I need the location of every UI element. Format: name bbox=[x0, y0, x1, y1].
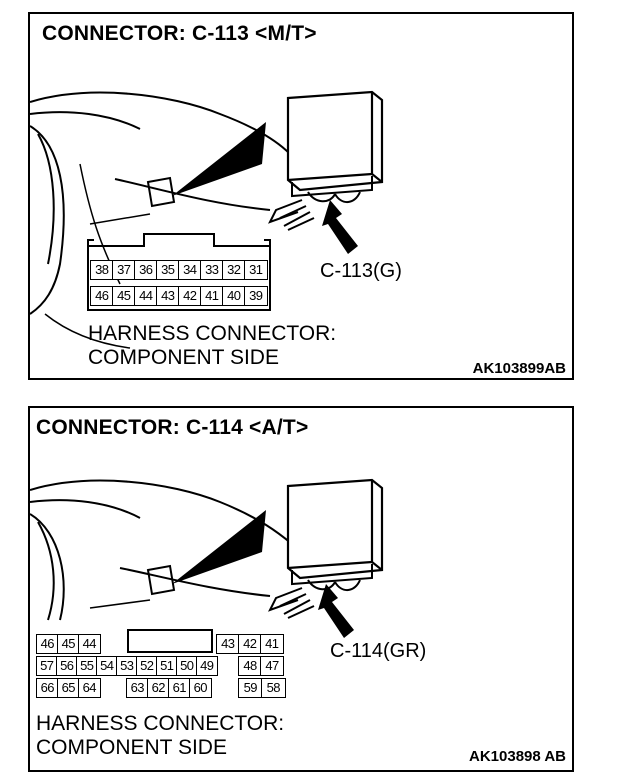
pin-45: 45 bbox=[57, 634, 80, 654]
pin-59: 59 bbox=[238, 678, 263, 698]
pin-40: 40 bbox=[222, 286, 246, 306]
pin-51: 51 bbox=[156, 656, 178, 676]
pin-50: 50 bbox=[176, 656, 198, 676]
pin-60: 60 bbox=[189, 678, 212, 698]
pin-42: 42 bbox=[178, 286, 202, 306]
connector-c114-label: C-114(GR) bbox=[330, 640, 427, 662]
pin-66: 66 bbox=[36, 678, 59, 698]
pin-37: 37 bbox=[112, 260, 136, 280]
caption-line-2: COMPONENT SIDE bbox=[36, 736, 227, 759]
caption-line-1: HARNESS CONNECTOR: bbox=[36, 712, 285, 735]
pin-41: 41 bbox=[260, 634, 284, 654]
dashboard-illustration bbox=[30, 90, 384, 349]
pin-57: 57 bbox=[36, 656, 58, 676]
pin-36: 36 bbox=[134, 260, 158, 280]
connector-c114-title: CONNECTOR: C-114 <A/T> bbox=[36, 416, 309, 439]
pin-42: 42 bbox=[238, 634, 262, 654]
pin-46: 46 bbox=[36, 634, 59, 654]
connector-c113-title: CONNECTOR: C-113 <M/T> bbox=[42, 22, 317, 45]
pin-53: 53 bbox=[116, 656, 138, 676]
connector-c113-label: C-113(G) bbox=[320, 260, 402, 282]
pin-48: 48 bbox=[238, 656, 262, 676]
pin-38: 38 bbox=[90, 260, 114, 280]
pin-58: 58 bbox=[261, 678, 286, 698]
pin-64: 64 bbox=[78, 678, 101, 698]
pin-44: 44 bbox=[78, 634, 101, 654]
pin-41: 41 bbox=[200, 286, 224, 306]
pin-39: 39 bbox=[244, 286, 268, 306]
pin-45: 45 bbox=[112, 286, 136, 306]
pin-35: 35 bbox=[156, 260, 180, 280]
connector-c114-code: AK103898 AB bbox=[469, 748, 566, 765]
pin-46: 46 bbox=[90, 286, 114, 306]
pin-47: 47 bbox=[260, 656, 284, 676]
pin-56: 56 bbox=[56, 656, 78, 676]
pin-55: 55 bbox=[76, 656, 98, 676]
caption-line-2: COMPONENT SIDE bbox=[88, 346, 279, 369]
pin-32: 32 bbox=[222, 260, 246, 280]
dashboard-illustration bbox=[30, 478, 384, 653]
pin-54: 54 bbox=[96, 656, 118, 676]
pin-61: 61 bbox=[168, 678, 191, 698]
connector-c114-caption: HARNESS CONNECTOR: COMPONENT SIDE bbox=[36, 712, 284, 760]
connector-c113-panel: CONNECTOR: C-113 <M/T> bbox=[28, 12, 574, 380]
pin-33: 33 bbox=[200, 260, 224, 280]
pin-43: 43 bbox=[216, 634, 240, 654]
pin-34: 34 bbox=[178, 260, 202, 280]
pin-65: 65 bbox=[57, 678, 80, 698]
pin-52: 52 bbox=[136, 656, 158, 676]
pin-49: 49 bbox=[196, 656, 218, 676]
caption-line-1: HARNESS CONNECTOR: bbox=[88, 322, 337, 345]
pin-44: 44 bbox=[134, 286, 158, 306]
pin-43: 43 bbox=[156, 286, 180, 306]
connector-c113-caption: HARNESS CONNECTOR: COMPONENT SIDE bbox=[88, 322, 336, 370]
pin-63: 63 bbox=[126, 678, 149, 698]
pin-62: 62 bbox=[147, 678, 170, 698]
connector-c114-panel: CONNECTOR: C-114 <A/T> bbox=[28, 406, 574, 772]
connector-c113-code: AK103899AB bbox=[472, 360, 566, 377]
pin-31: 31 bbox=[244, 260, 268, 280]
